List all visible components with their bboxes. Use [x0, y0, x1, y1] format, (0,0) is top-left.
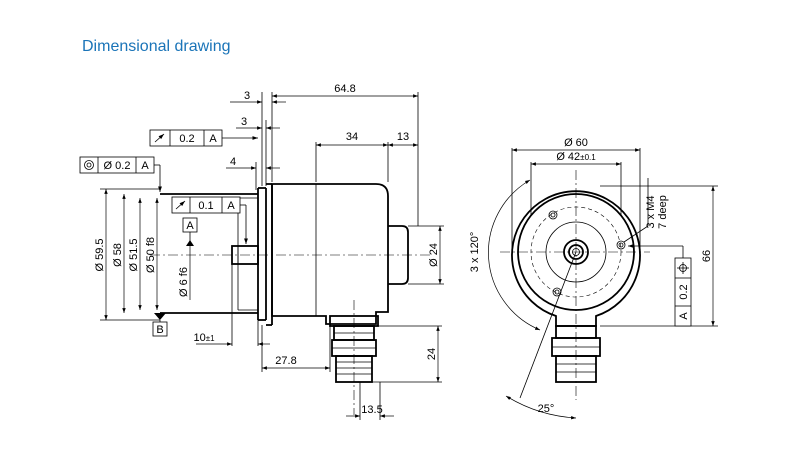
runout-a-datum: A	[209, 133, 217, 145]
thread-line2: 7 deep	[657, 195, 669, 229]
runout-b-value: 0.1	[198, 200, 213, 212]
dim-connector-13-5: 13.5	[361, 404, 382, 416]
dim-dia-59-5: Ø 59.5	[94, 238, 106, 271]
housing	[271, 183, 389, 325]
concentricity-frame: Ø 0.2 A	[79, 156, 162, 192]
dim-dia-60: Ø 60	[564, 137, 588, 149]
dim-dia-58: Ø 58	[112, 243, 124, 267]
front-view: Ø 60 Ø 42±0.1	[469, 137, 718, 420]
angle-25: 25°	[505, 251, 577, 420]
connector	[329, 300, 379, 415]
side-view: 64.8 3 3 34 13 4 0.2 A	[79, 83, 444, 420]
dim-offset-4: 4	[230, 156, 236, 168]
dim-housing-34: 34	[346, 131, 358, 143]
concentricity-value: Ø 0.2	[104, 160, 131, 172]
dim-dia-51-5: Ø 51.5	[128, 238, 140, 271]
drawing-title: Dimensional drawing	[82, 38, 231, 55]
runout-frame-b: 0.1 A	[171, 196, 248, 244]
front-body	[511, 190, 641, 327]
dim-connector-24: 24	[426, 348, 438, 360]
datum-b-label: B	[156, 324, 163, 336]
datum-a: A	[182, 217, 198, 246]
dim-connector-13: 13	[397, 131, 409, 143]
position-frame: 0.2 A	[628, 244, 692, 327]
dim-flange-3-second: 3	[241, 116, 247, 128]
runout-frame-a: 0.2 A	[149, 129, 258, 147]
position-frame-datum: A	[678, 312, 690, 320]
diameter-dimensions: Ø 59.5 Ø 58 Ø 51.5 Ø 50 f8 Ø 6 f6	[94, 188, 191, 321]
front-connector	[551, 325, 601, 383]
dim-angle-120: 3 x 120°	[469, 232, 481, 272]
shaft	[231, 245, 259, 265]
dim-dia-24: Ø 24	[428, 243, 440, 267]
dim-height-66: 66	[701, 250, 713, 262]
dim-overall-length: 64.8	[334, 83, 355, 95]
dim-dia-50: Ø 50 f8	[145, 237, 157, 273]
dim-flange-3-top: 3	[244, 90, 250, 102]
datum-a-label: A	[186, 220, 194, 232]
height-66: 66	[600, 185, 718, 327]
hub-diameter: Ø 24	[408, 225, 444, 285]
dim-dia-42: Ø 42±0.1	[556, 151, 596, 163]
angle-120: 3 x 120°	[469, 179, 541, 331]
dim-connector-27-8: 27.8	[275, 355, 296, 367]
runout-b-datum: A	[227, 200, 235, 212]
dim-shaft-10: 10±1	[193, 332, 215, 344]
position-frame-value: 0.2	[678, 284, 690, 299]
top-dimensions: 64.8 3 3 34 13 4	[226, 83, 419, 226]
dim-dia-6: Ø 6 f6	[178, 267, 190, 297]
bottom-dimensions: 10±1 27.8 24 13.5	[193, 264, 442, 420]
dim-angle-25: 25°	[538, 403, 555, 415]
rear-hub	[388, 225, 409, 285]
thread-line1: 3 x M4	[645, 195, 657, 228]
runout-a-value: 0.2	[179, 133, 194, 145]
thread-callout: 3 x M4 7 deep	[623, 178, 669, 243]
concentricity-datum: A	[141, 160, 149, 172]
datum-b: B	[152, 313, 168, 337]
